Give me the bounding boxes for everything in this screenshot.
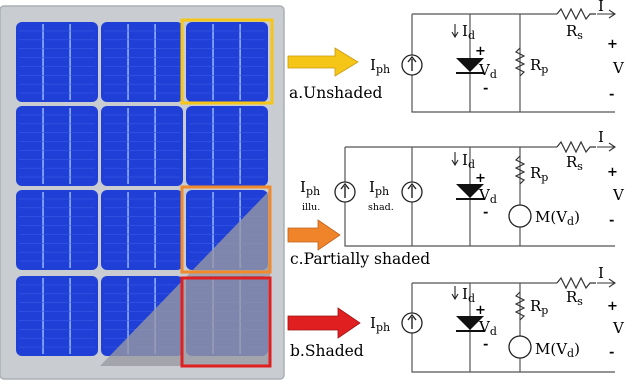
rp-label: Rp	[530, 56, 548, 76]
iph-illu-note: illu.	[302, 202, 320, 213]
solar-cell	[16, 276, 98, 356]
solar-cell	[186, 22, 268, 102]
circuit-unshaded: Iph Id + Vd - Rp Rs I + V - a.Unshaded	[289, 0, 625, 113]
caption-shaded: b.Shaded	[290, 342, 364, 360]
id-label: Id	[462, 22, 475, 42]
rp-label: Rp	[530, 297, 548, 317]
resistor-rs-icon	[556, 140, 596, 154]
rp-label: Rp	[530, 164, 548, 184]
m-label: M(Vd)	[535, 208, 580, 228]
diode-icon	[456, 58, 484, 72]
resistor-rs-icon	[556, 7, 596, 21]
rs-label: Rs	[566, 288, 583, 308]
v-minus: -	[609, 213, 614, 228]
v-out-label: V	[612, 59, 625, 77]
highlight-shaded	[180, 276, 272, 368]
v-out-label: V	[612, 319, 625, 337]
diode-icon	[456, 316, 484, 330]
arrow-unshaded	[287, 47, 359, 77]
solar-cell	[16, 106, 98, 186]
solar-cell	[101, 106, 183, 186]
id-label: Id	[462, 285, 475, 305]
highlight-unshaded	[180, 18, 274, 105]
m-label: M(Vd)	[535, 340, 580, 360]
solar-cell	[101, 190, 183, 270]
vd-plus: +	[475, 44, 486, 59]
resistor-rs-icon	[556, 276, 596, 290]
rs-label: Rs	[566, 22, 583, 42]
solar-cell	[186, 106, 268, 186]
iph-illu-label: Iph	[300, 178, 320, 198]
iph-shad-label: Iph	[369, 178, 389, 198]
vd-plus: +	[475, 303, 486, 318]
solar-cell	[16, 22, 98, 102]
resistor-rp-icon	[514, 155, 526, 185]
highlight-partial	[180, 185, 272, 274]
rs-label: Rs	[566, 153, 583, 173]
iph-label: Iph	[370, 314, 390, 334]
v-out-label: V	[612, 186, 625, 204]
vd-label: Vd	[478, 318, 497, 338]
iph-label: Iph	[370, 56, 390, 76]
resistor-rp-icon	[514, 291, 526, 321]
v-plus: +	[607, 299, 618, 314]
v-plus: +	[607, 165, 618, 180]
vd-plus: +	[475, 171, 486, 186]
i-out-label: I	[598, 0, 604, 15]
arrow-partial	[287, 219, 341, 251]
solar-panel	[0, 5, 285, 380]
arrow-shaded	[287, 307, 361, 339]
circuit-partial: Iph illu. Iph shad. Id + Vd - Rp M(Vd) R…	[290, 128, 625, 268]
caption-partial: c.Partially shaded	[290, 250, 430, 268]
vd-minus: -	[483, 337, 488, 352]
vd-label: Vd	[478, 61, 497, 81]
caption-unshaded: a.Unshaded	[289, 84, 382, 102]
i-out-label: I	[598, 264, 604, 282]
i-out-label: I	[598, 128, 604, 146]
vd-minus: -	[483, 81, 488, 96]
solar-cell	[101, 22, 183, 102]
id-label: Id	[462, 151, 475, 171]
resistor-rp-icon	[514, 47, 526, 77]
vd-minus: -	[483, 205, 488, 220]
m-element-icon	[508, 204, 532, 228]
circuit-shaded: Iph Id + Vd - Rp M(Vd) Rs I + V - b.Shad…	[290, 264, 625, 373]
solar-cell	[16, 190, 98, 270]
diode-icon	[456, 184, 484, 198]
m-element-icon	[508, 335, 532, 359]
v-plus: +	[607, 37, 618, 52]
iph-shad-note: shad.	[368, 202, 394, 213]
v-minus: -	[609, 87, 614, 102]
vd-label: Vd	[478, 186, 497, 206]
v-minus: -	[609, 345, 614, 360]
